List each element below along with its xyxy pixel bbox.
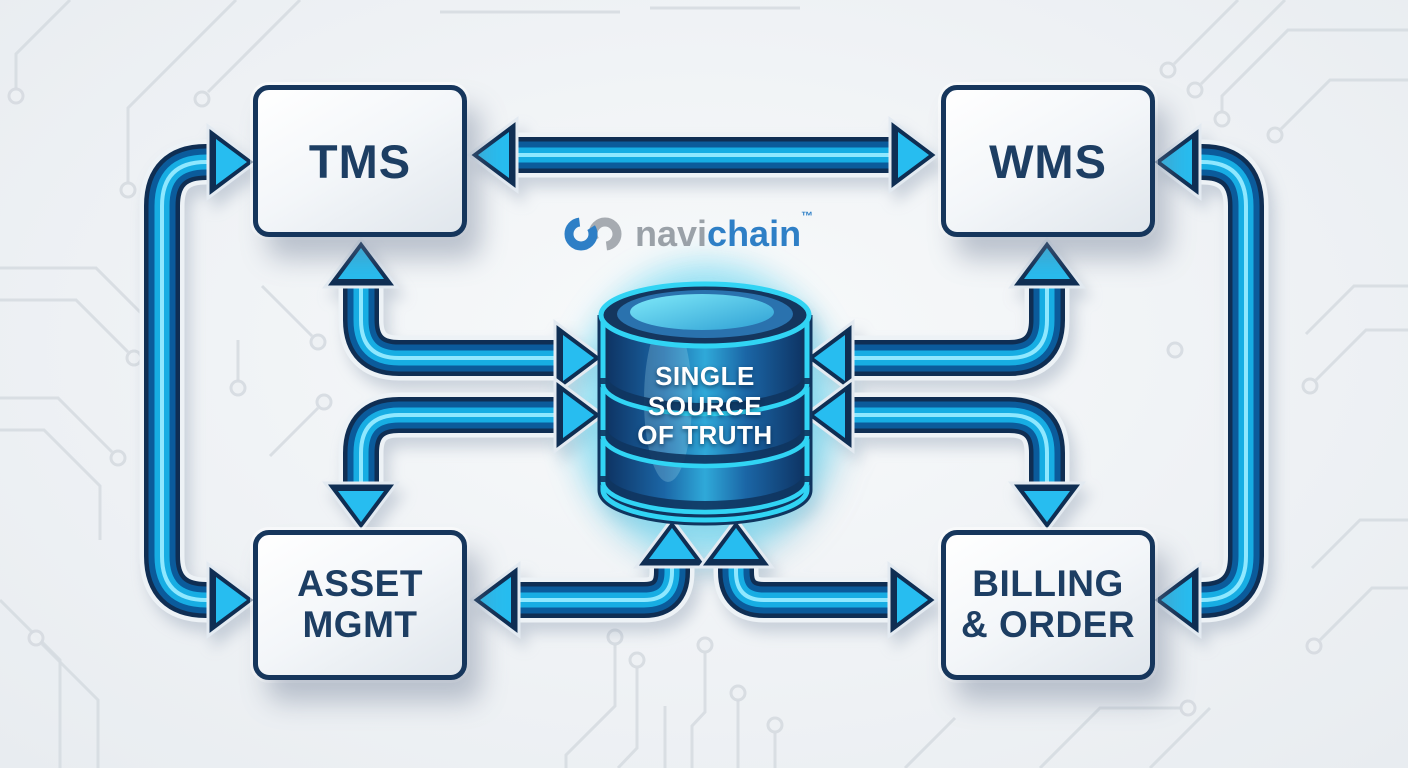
node-asset-label-line1: ASSET <box>297 563 423 605</box>
trademark-symbol: ™ <box>801 209 814 223</box>
node-tms-label: TMS <box>308 134 412 188</box>
brand-word-navi: navi <box>635 213 708 254</box>
circuit-traces-bottom <box>564 628 957 768</box>
edge-wms-billing-right-bracket <box>1197 162 1246 600</box>
database-cylinder <box>597 281 813 526</box>
arrowhead-into-wms-bottom <box>1009 237 1085 289</box>
node-tms: TMS <box>253 85 467 237</box>
arrowhead-into-wms-left <box>888 117 940 193</box>
arrowhead-into-asset-right <box>469 562 521 638</box>
brand-logo: navichain™ <box>564 210 813 255</box>
edge-billing-database-upper <box>850 415 1047 486</box>
node-billing-label-line1: BILLING <box>972 563 1124 605</box>
database-label-line1: SINGLE <box>655 361 755 391</box>
node-wms: WMS <box>941 85 1155 237</box>
node-billing-order: BILLING & ORDER <box>941 530 1155 680</box>
edge-tms-asset-left-bracket <box>162 162 211 600</box>
circuit-traces-top-right <box>1159 0 1408 144</box>
circuit-traces-bottom-right <box>1038 699 1212 768</box>
database-label-line3: OF TRUTH <box>637 420 773 451</box>
chain-links-icon <box>564 217 622 251</box>
arrowhead-into-tms-bottom <box>323 237 399 289</box>
database-top-face <box>630 294 774 330</box>
arrowhead-into-asset-top <box>323 481 399 533</box>
edge-wms-database <box>850 284 1047 358</box>
edge-asset-database-upper <box>361 415 558 486</box>
circuit-traces-left <box>0 266 333 540</box>
circuit-traces-right <box>1166 284 1408 655</box>
database-label: SINGLE SOURCE OF TRUTH <box>603 361 807 451</box>
database-label-line2: SOURCE <box>647 390 763 421</box>
node-asset-label-line2: MGMT <box>302 604 418 645</box>
brand-word-chain: chain <box>707 213 802 254</box>
node-wms-label: WMS <box>989 134 1107 188</box>
arrowhead-into-billing-right <box>1150 562 1202 638</box>
edge-asset-database-bottom <box>516 564 672 600</box>
edge-billing-database-bottom <box>736 564 892 600</box>
arrowhead-into-asset-left <box>206 562 258 638</box>
brand-wordmark: navichain™ <box>635 210 813 254</box>
arrowhead-into-tms-left <box>206 124 258 200</box>
circuit-traces-bottom-left <box>0 598 100 768</box>
arrowhead-into-billing-left <box>887 562 939 638</box>
arrowhead-into-tms-right <box>467 117 519 193</box>
node-billing-label-line2: & ORDER <box>960 604 1136 645</box>
edge-tms-database <box>361 284 558 358</box>
arrowhead-into-billing-top <box>1009 481 1085 533</box>
node-asset-mgmt: ASSET MGMT <box>253 530 467 680</box>
arrowhead-into-wms-right <box>1150 124 1202 200</box>
circuit-traces-top-left <box>7 0 800 199</box>
